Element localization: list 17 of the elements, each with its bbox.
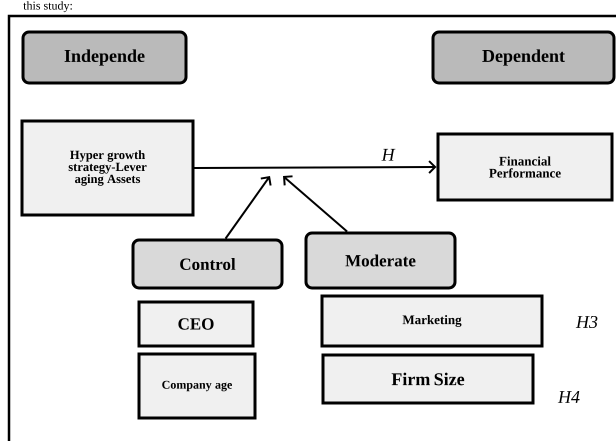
heading-box: Dependent: [432, 30, 616, 84]
hypothesis-label: H4: [558, 391, 580, 403]
arrow: [283, 175, 348, 232]
edge-label: H: [381, 148, 396, 161]
intro-text: this study:: [23, 1, 72, 12]
group-box: Control: [132, 238, 284, 290]
arrow: [194, 160, 436, 174]
variable-box: Company age: [138, 352, 256, 420]
heading-box: Independe: [22, 30, 188, 84]
hypothesis-label: H3: [576, 316, 598, 328]
variable-box: Marketing: [320, 294, 544, 348]
group-box: Moderate: [304, 232, 456, 290]
variable-box: CEO: [138, 300, 254, 348]
variable-box: Firm Size: [322, 354, 534, 404]
arrow: [224, 176, 272, 240]
variable-box: Financial Performance: [436, 132, 614, 202]
variable-box: Hyper growth strategy-Lever aging Assets: [20, 120, 194, 216]
